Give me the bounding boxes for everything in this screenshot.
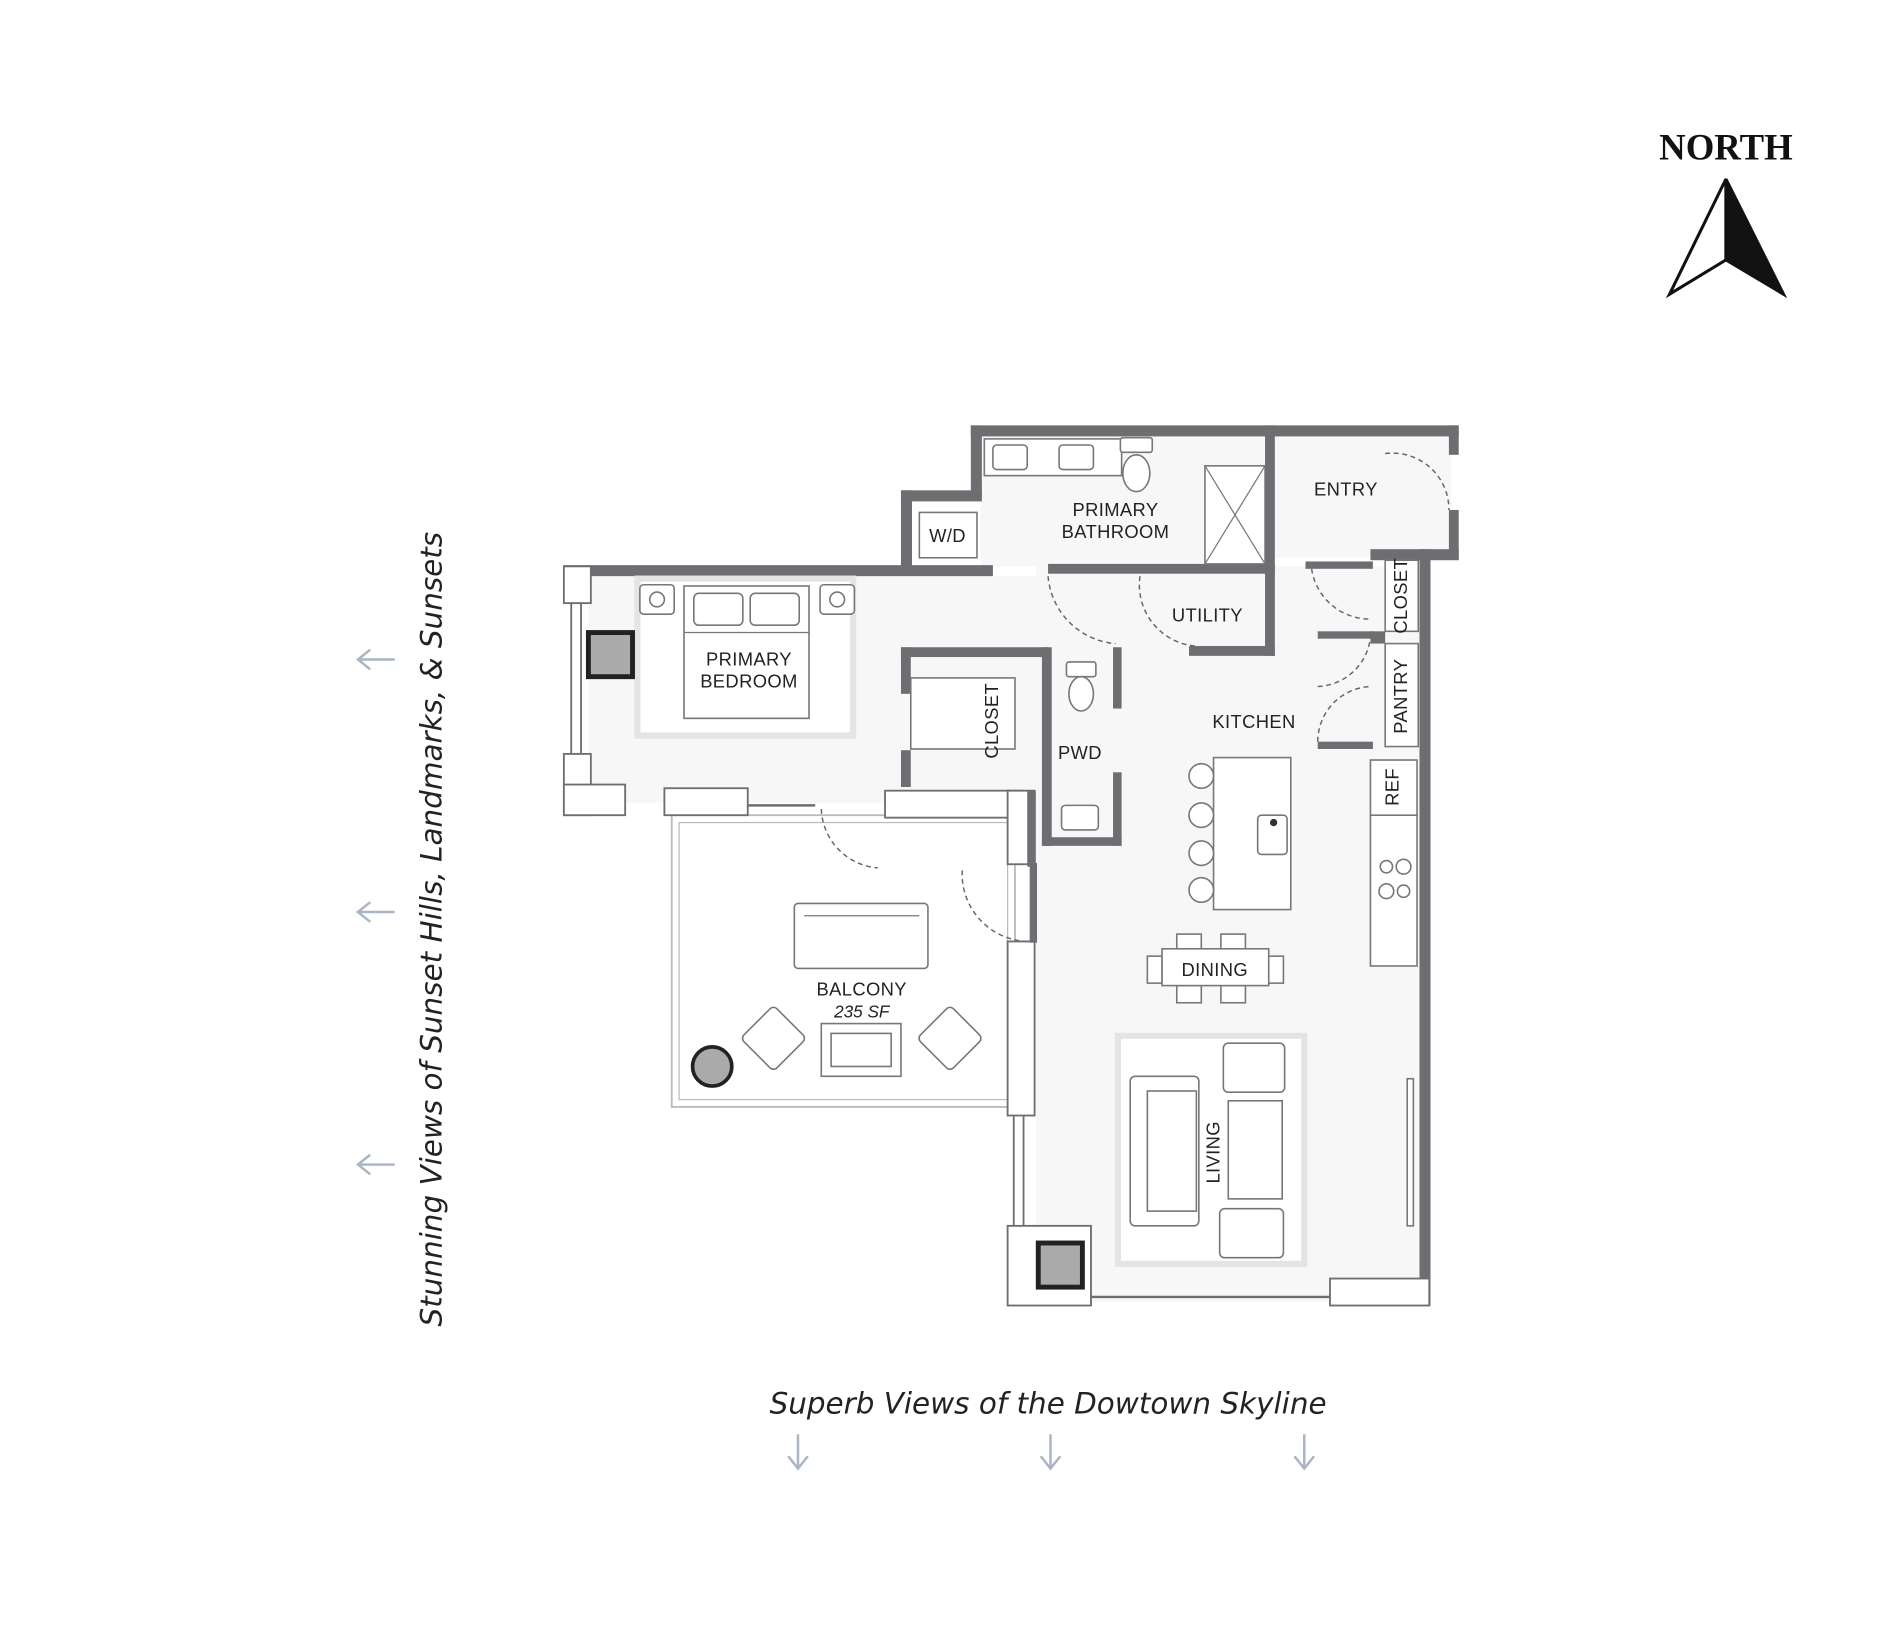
- pantry-box: [1384, 642, 1420, 748]
- west-view: Stunning Views of Sunset Hills, Landmark…: [355, 532, 448, 1327]
- north-compass: NORTH: [1659, 126, 1793, 299]
- arrow-down-icon: [787, 1434, 809, 1471]
- dining-set: [1146, 933, 1285, 1004]
- north-label: NORTH: [1659, 126, 1793, 167]
- bed-icon: [683, 585, 810, 720]
- label-primary-bedroom-1: PRIMARY: [706, 649, 792, 670]
- furniture: [585, 436, 1420, 1290]
- label-balcony: BALCONY: [817, 978, 907, 999]
- arrow-down-icon: [1039, 1434, 1062, 1471]
- door-swings: [820, 452, 1450, 943]
- washer-dryer: [918, 511, 978, 559]
- living-furniture: [1129, 1042, 1415, 1259]
- label-balcony-area: 235 SF: [833, 1001, 891, 1021]
- label-primary-bathroom-2: BATHROOM: [1062, 521, 1170, 542]
- label-dining: DINING: [1182, 959, 1249, 980]
- west-view-text: Stunning Views of Sunset Hills, Landmark…: [414, 532, 448, 1327]
- label-entry: ENTRY: [1314, 478, 1378, 499]
- planter-icon: [690, 1045, 734, 1088]
- label-bedroom-closet: CLOSET: [981, 683, 1002, 759]
- label-utility: UTILITY: [1172, 605, 1243, 626]
- closet-shelf: [909, 677, 1016, 750]
- arrow-left-icon: [355, 648, 395, 671]
- label-ref: REF: [1382, 768, 1403, 806]
- kitchen-island: [1188, 756, 1292, 911]
- walls: [562, 425, 1459, 1307]
- label-primary-bathroom-1: PRIMARY: [1072, 499, 1158, 520]
- room-labels: PRIMARY BATHROOM W/D ENTRY UTILITY CLOSE…: [700, 478, 1411, 1183]
- label-living: LIVING: [1203, 1121, 1224, 1183]
- refrigerator: [1369, 759, 1418, 816]
- label-entry-closet: CLOSET: [1390, 558, 1411, 634]
- balcony-furniture: [690, 902, 982, 1088]
- entry-closet: [1384, 559, 1420, 633]
- pwd-toilet-icon: [1060, 661, 1100, 831]
- sink-icon: [992, 444, 1029, 471]
- arrow-left-icon: [355, 1153, 395, 1176]
- nightstand-lamp-icon: [639, 583, 856, 615]
- arrow-left-icon: [355, 901, 395, 923]
- toilet-icon: [1119, 436, 1154, 493]
- label-pantry: PANTRY: [1390, 659, 1411, 734]
- north-arrow-icon: [1665, 178, 1788, 299]
- counter-stove: [1369, 814, 1418, 967]
- label-primary-bedroom-2: BEDROOM: [700, 671, 798, 692]
- label-kitchen: KITCHEN: [1212, 711, 1295, 732]
- south-view-text: Superb Views of the Dowtown Skyline: [770, 1386, 1327, 1420]
- column-icon: [585, 630, 1085, 1290]
- label-pwd: PWD: [1058, 742, 1102, 763]
- south-view: Superb Views of the Dowtown Skyline: [770, 1386, 1327, 1471]
- sink-icon: [1058, 444, 1095, 471]
- arrow-down-icon: [1293, 1434, 1316, 1471]
- label-wd: W/D: [929, 525, 966, 546]
- shower-icon: [1204, 465, 1266, 565]
